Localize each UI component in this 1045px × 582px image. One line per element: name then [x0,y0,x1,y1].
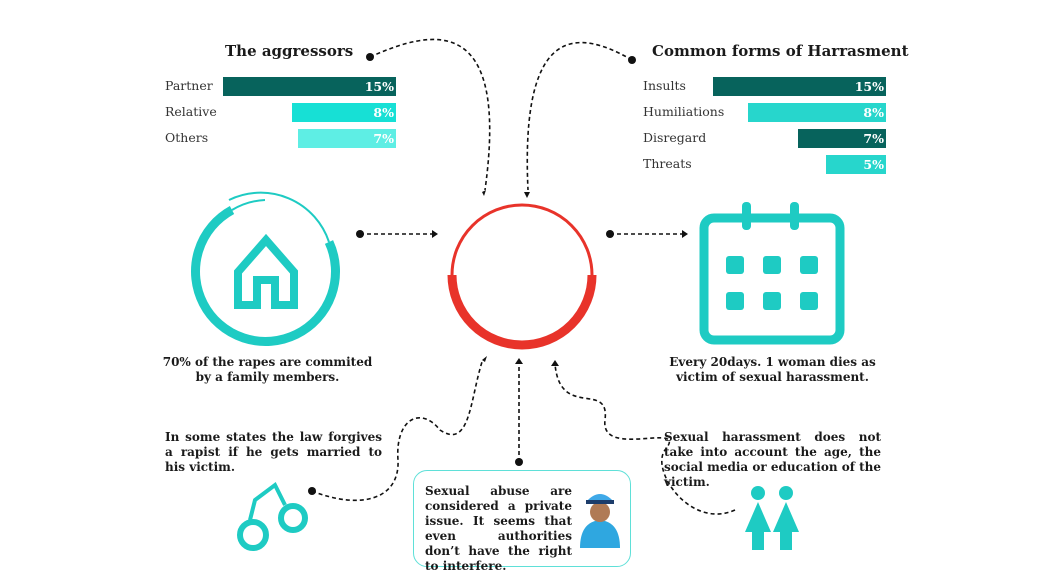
police-officer-icon [580,494,620,548]
bar-threats: 5% [826,155,886,174]
harassment-title: Common forms of Harrasment [652,42,909,60]
bar-partner: 15% [223,77,396,96]
bar-label: Relative [165,104,217,119]
fact-family: 70% of the rapes are commited by a famil… [162,355,373,384]
aggressors-title: The aggressors [225,42,354,60]
bar-relative: 8% [292,103,396,122]
fact-law: In some states the law forgives a rapist… [165,430,382,474]
bar-label: Partner [165,78,213,93]
bar-insults: 15% [713,77,886,96]
calendar-icon [699,202,845,345]
women-icon [745,486,799,550]
bar-disregard: 7% [798,129,886,148]
bar-label: Threats [643,156,692,171]
private-issue-box: Sexual abuse are considered a private is… [413,470,631,573]
bar-label: Others [165,130,209,145]
fact-private: Sexual abuse are considered a private is… [425,484,572,573]
fact-age: Sexual harassment does not take into acc… [664,430,881,489]
handcuffs-icon [237,481,308,551]
fact-days: Every 20days. 1 woman dies as victim of … [669,355,876,384]
bar-label: Humiliations [643,104,725,119]
home-icon [191,191,340,346]
center-ring [447,203,597,350]
bar-humiliations: 8% [748,103,886,122]
bar-others: 7% [298,129,396,148]
bar-label: Disregard [643,130,707,145]
bar-label: Insults [643,78,686,93]
